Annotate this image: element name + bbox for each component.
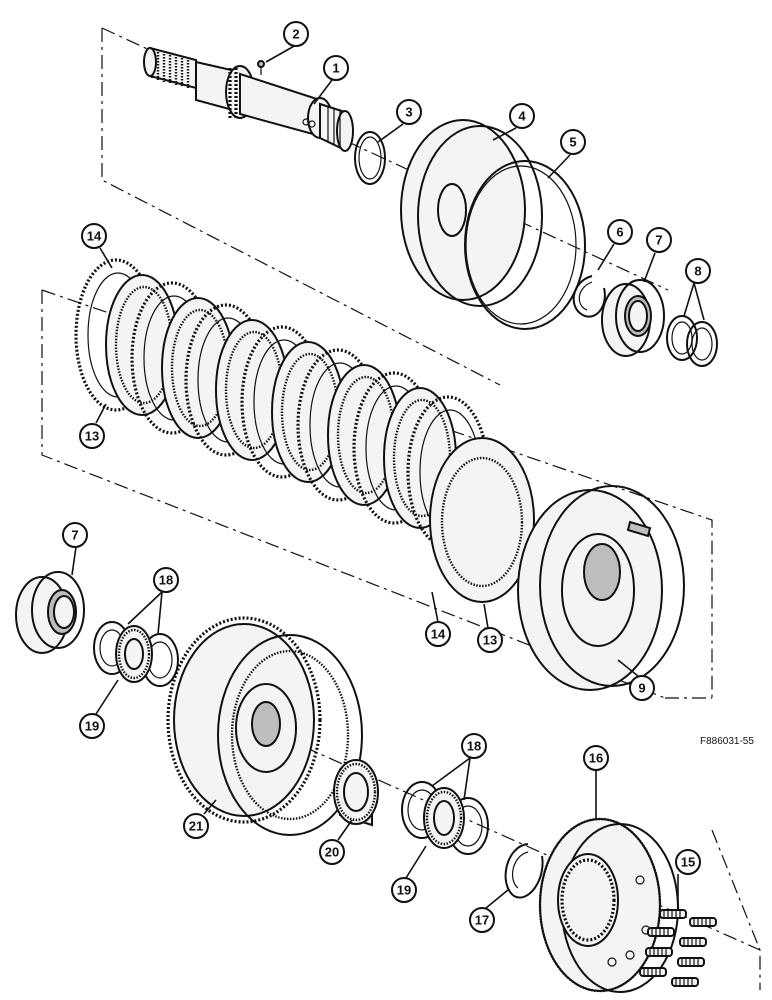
callout: 7 xyxy=(62,522,88,548)
bearing-7-bottom xyxy=(15,571,85,654)
callout-label: 3 xyxy=(405,105,412,120)
callout-label: 8 xyxy=(694,264,701,279)
springs-15 xyxy=(639,909,717,987)
callout-label: 5 xyxy=(569,135,576,150)
callout-label: 19 xyxy=(85,719,99,734)
callout: 5 xyxy=(560,129,586,155)
callout: 1 xyxy=(323,55,349,81)
callout-label: 18 xyxy=(159,573,173,588)
callout-label: 18 xyxy=(467,739,481,754)
callout: 8 xyxy=(685,258,711,284)
callout-label: 6 xyxy=(616,225,623,240)
callout-label: 13 xyxy=(483,633,497,648)
callout-label: 14 xyxy=(87,229,102,244)
seal-ring-5 xyxy=(464,160,586,330)
callout: 14 xyxy=(81,223,107,249)
callout: 17 xyxy=(469,907,495,933)
callout: 16 xyxy=(583,745,609,771)
callout-label: 2 xyxy=(292,27,299,42)
callout: 21 xyxy=(183,813,209,839)
callout-label: 15 xyxy=(681,855,695,870)
callout: 4 xyxy=(509,103,535,129)
spring xyxy=(647,927,675,937)
callout: 9 xyxy=(629,675,655,701)
clutch-disc xyxy=(215,319,289,461)
snap-ring-6 xyxy=(572,275,606,318)
shaft-part xyxy=(143,46,354,152)
callout: 7 xyxy=(646,227,672,253)
leader-lines xyxy=(71,44,705,909)
clutch-housing-9 xyxy=(517,485,685,691)
callout-label: 7 xyxy=(655,233,662,248)
callout: 2 xyxy=(283,21,309,47)
callout: 19 xyxy=(391,877,417,903)
callout-label: 17 xyxy=(475,913,489,928)
spring xyxy=(689,917,717,927)
needle-cage-20 xyxy=(333,759,379,827)
callout: 13 xyxy=(477,627,503,653)
spring xyxy=(671,977,699,987)
callout-label: 1 xyxy=(332,61,339,76)
needle-bearing-19-lower xyxy=(423,787,465,849)
callout: 19 xyxy=(79,713,105,739)
washers-8 xyxy=(666,315,718,367)
snap-ring-3 xyxy=(354,131,386,185)
callout: 13 xyxy=(79,423,105,449)
callout: 3 xyxy=(396,99,422,125)
callout: 20 xyxy=(319,839,345,865)
spring xyxy=(677,957,705,967)
callout-label: 20 xyxy=(325,845,339,860)
clutch-disc xyxy=(429,437,535,603)
clutch-disc-pack xyxy=(74,258,535,603)
spring xyxy=(679,937,707,947)
clutch-disc xyxy=(327,364,401,506)
callout: 15 xyxy=(675,849,701,875)
spring xyxy=(639,967,667,977)
callout-label: 19 xyxy=(397,883,411,898)
callout-label: 14 xyxy=(431,627,446,642)
callout-label: 9 xyxy=(638,681,645,696)
carrier-hub-16 xyxy=(538,817,679,993)
callout: 14 xyxy=(425,621,451,647)
ring-gear-21 xyxy=(166,616,363,836)
callout-label: 13 xyxy=(85,429,99,444)
callout-label: 4 xyxy=(518,109,526,124)
needle-bearing-19-upper xyxy=(115,625,153,683)
figure-code: F886031-55 xyxy=(700,736,754,747)
callout: 6 xyxy=(607,219,633,245)
piston-plate-4 xyxy=(400,119,543,307)
callout-label: 7 xyxy=(71,528,78,543)
bearing-7-top xyxy=(601,279,665,357)
callout-label: 16 xyxy=(589,751,603,766)
spring xyxy=(645,947,673,957)
callout: 18 xyxy=(461,733,487,759)
spring xyxy=(659,909,687,919)
snap-ring-17 xyxy=(504,843,544,899)
callout: 18 xyxy=(153,567,179,593)
callout-label: 21 xyxy=(189,819,203,834)
